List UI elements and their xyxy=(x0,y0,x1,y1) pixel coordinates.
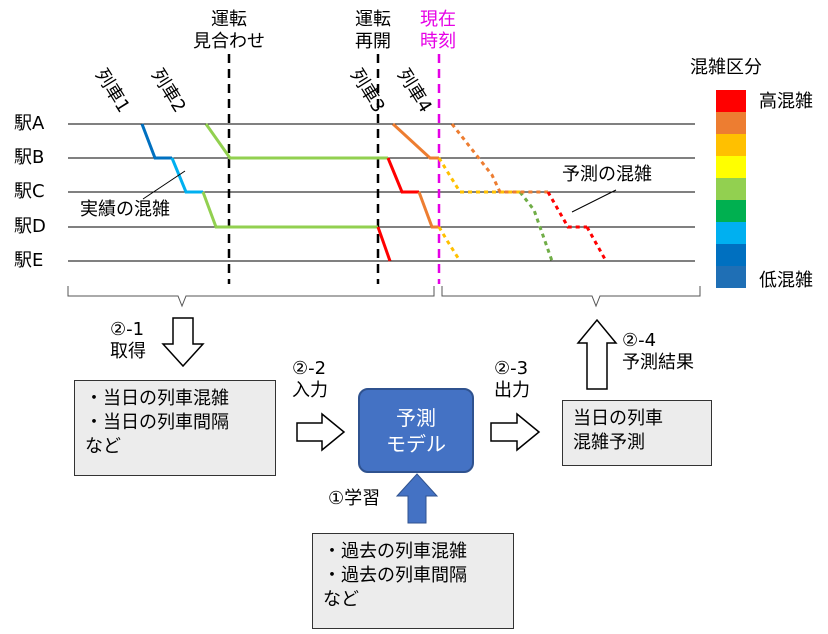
past-input-line1: ・過去の列車混雑 xyxy=(323,541,467,562)
brace-actual xyxy=(67,286,435,308)
station-label-d: 駅D xyxy=(14,216,46,237)
pred-train-3-bc xyxy=(437,157,520,194)
step-2-3-label: ②-3 出力 xyxy=(494,358,530,402)
prediction-result-box: 当日の列車 混雑予測 xyxy=(562,400,712,466)
today-input-line3: など xyxy=(85,436,121,457)
legend-swatch xyxy=(716,222,746,244)
event-genzai-jikoku: 現在 時刻 xyxy=(408,9,468,53)
legend-swatch xyxy=(716,90,746,112)
train-1-seg-cd xyxy=(201,191,378,229)
train-3-path xyxy=(391,122,439,160)
event-genzai-jikoku-line1: 現在 xyxy=(420,9,456,30)
pred-train-4-de xyxy=(585,226,608,262)
arrow-result xyxy=(576,318,618,390)
prediction-result-line1: 当日の列車 xyxy=(573,408,663,429)
train-1-seg-de xyxy=(376,226,392,262)
pred-train-2-de xyxy=(437,226,462,262)
step-1-label: ①学習 xyxy=(328,488,381,509)
event-unten-saikai-line1: 運転 xyxy=(355,9,391,30)
arrow-learn xyxy=(395,473,439,524)
train-3-seg-ab xyxy=(391,122,439,160)
legend-swatch xyxy=(716,112,746,134)
pred-train-4-ab xyxy=(450,123,548,194)
legend-title: 混雑区分 xyxy=(690,57,762,78)
today-input-line1: ・当日の列車混雑 xyxy=(85,388,229,409)
step-2-2-text: 入力 xyxy=(292,380,328,401)
legend-color-bar xyxy=(716,90,746,288)
station-label-c: 駅C xyxy=(14,181,45,202)
legend-swatch xyxy=(716,134,746,156)
actual-callout-line xyxy=(142,170,186,200)
station-label-b: 駅B xyxy=(14,147,45,168)
step-2-3-num: ②-3 xyxy=(494,358,529,379)
arrow-acquire xyxy=(161,317,205,368)
predicted-paths xyxy=(437,123,608,262)
pred-train-4-cd xyxy=(546,191,587,229)
brace-predicted xyxy=(441,286,701,308)
legend-swatch xyxy=(716,244,746,266)
legend-swatch xyxy=(716,266,746,288)
step-2-1-text: 取得 xyxy=(110,341,146,362)
pred-train-3-cd xyxy=(518,191,554,262)
model-line2: モデル xyxy=(386,431,446,456)
legend-low-label: 低混雑 xyxy=(759,270,813,291)
today-input-box: ・当日の列車混雑 ・当日の列車間隔 など xyxy=(74,380,276,476)
model-line1: 予測 xyxy=(396,405,436,430)
legend-swatch xyxy=(716,178,746,200)
step-2-4-label: ②-4 予測結果 xyxy=(622,330,694,374)
train-2-path xyxy=(204,123,439,229)
step-2-3-text: 出力 xyxy=(494,380,530,401)
train-2-seg-bc xyxy=(386,157,419,194)
step-2-2-label: ②-2 入力 xyxy=(292,358,328,402)
station-label-e: 駅E xyxy=(14,250,44,271)
step-2-1-label: ②-1 取得 xyxy=(110,319,146,363)
event-genzai-jikoku-line2: 時刻 xyxy=(420,31,456,52)
past-input-line3: など xyxy=(323,589,359,610)
train-1-path xyxy=(140,123,392,262)
past-input-line2: ・過去の列車間隔 xyxy=(323,565,467,586)
predicted-congestion-label: 予測の混雑 xyxy=(562,164,652,185)
event-unten-miawase: 運転 見合わせ xyxy=(179,9,279,53)
predicted-callout-line xyxy=(571,189,617,213)
step-2-4-text: 予測結果 xyxy=(622,352,694,373)
actual-congestion-label: 実績の混雑 xyxy=(80,199,170,220)
step-2-1-num: ②-1 xyxy=(110,319,145,340)
train-1-seg-bc xyxy=(170,157,203,194)
event-unten-miawase-line2: 見合わせ xyxy=(193,31,265,52)
prediction-result-line2: 混雑予測 xyxy=(573,432,645,453)
event-unten-saikai-line2: 再開 xyxy=(355,31,391,52)
train-2-seg-ab xyxy=(204,123,388,160)
station-label-a: 駅A xyxy=(14,113,45,134)
train-2-seg-cd xyxy=(417,191,439,229)
arrow-output xyxy=(490,412,541,452)
past-input-box: ・過去の列車混雑 ・過去の列車間隔 など xyxy=(312,533,514,629)
today-input-line2: ・当日の列車間隔 xyxy=(85,412,229,433)
step-2-2-num: ②-2 xyxy=(292,358,327,379)
arrow-input xyxy=(296,412,346,452)
legend-high-label: 高混雑 xyxy=(759,91,813,112)
train-1-seg-ab xyxy=(140,123,172,160)
legend-swatch xyxy=(716,156,746,178)
step-2-4-num: ②-4 xyxy=(622,330,657,351)
legend-swatch xyxy=(716,200,746,222)
event-unten-saikai: 運転 再開 xyxy=(343,9,403,53)
event-unten-miawase-line1: 運転 xyxy=(211,9,247,30)
prediction-model-box: 予測 モデル xyxy=(358,388,474,473)
